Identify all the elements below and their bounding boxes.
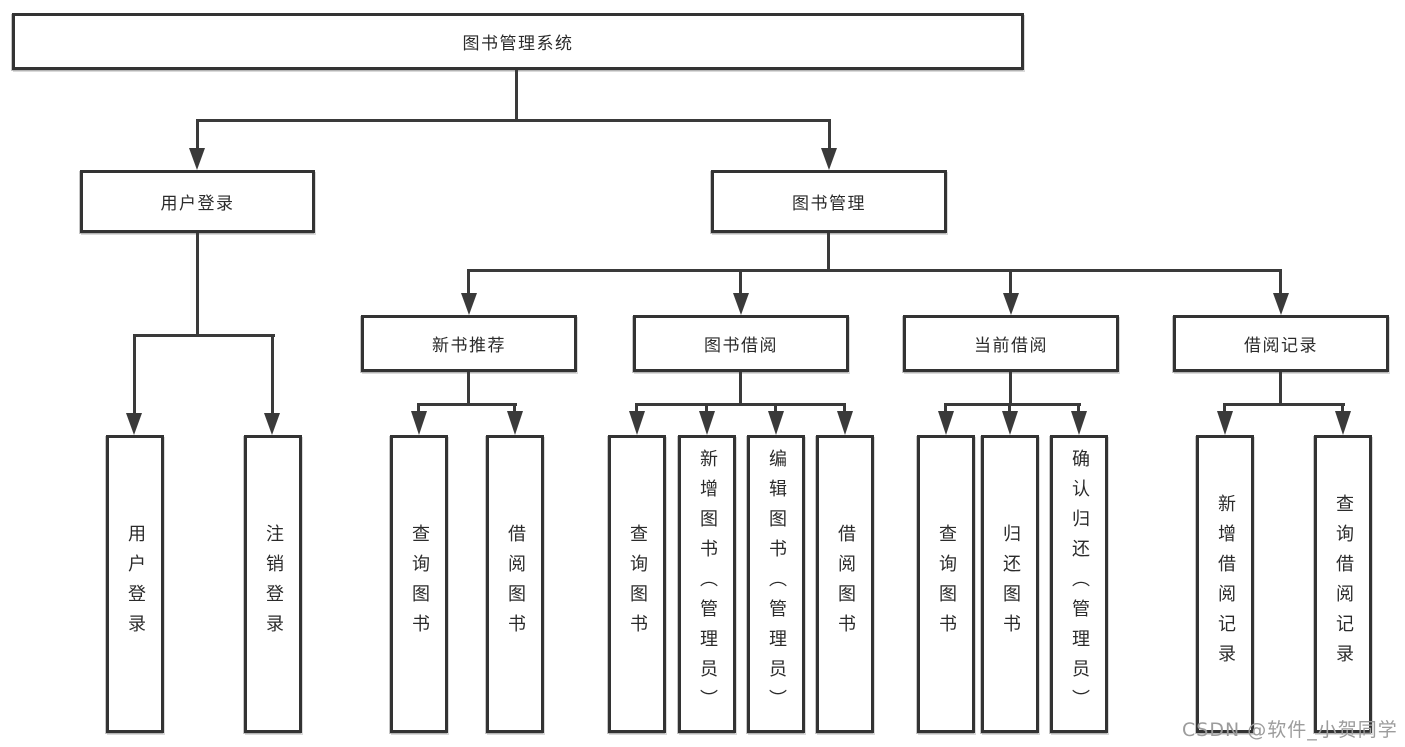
arrowhead-down-icon — [837, 411, 853, 435]
arrowhead-down-icon — [821, 148, 837, 170]
node-current-borrowing-label: 当前借阅 — [974, 336, 1048, 356]
connector-user-login-stem — [196, 233, 199, 336]
connector-root-stem — [515, 70, 518, 121]
leaf-borrowing-add-books-admin: 新增图书（管理员） — [678, 435, 736, 733]
leaf-records-query-record: 查询借阅记录 — [1314, 435, 1372, 733]
csdn-watermark: CSDN @软件_小贺同学 — [1182, 719, 1398, 741]
leaf-current-query-books: 查询图书 — [917, 435, 975, 733]
leaf-borrowing-query-books: 查询图书 — [608, 435, 666, 733]
connector-drop-borrowing-borrow — [843, 403, 846, 413]
leaf-current-confirm-return-admin: 确认归还（管理员） — [1050, 435, 1108, 733]
leaf-recommend-query-books-label: 查询图书 — [409, 524, 430, 644]
arrowhead-down-icon — [507, 411, 523, 435]
connector-drop-records-add — [1223, 403, 1226, 413]
connector-borrowing-stem — [739, 372, 742, 405]
connector-drop-leaf-user-login — [133, 334, 136, 415]
arrowhead-down-icon — [733, 293, 749, 315]
node-new-book-recommend: 新书推荐 — [361, 315, 577, 372]
connector-current-rail — [944, 403, 1081, 406]
leaf-records-add-record-label: 新增借阅记录 — [1215, 494, 1236, 674]
node-new-book-recommend-label: 新书推荐 — [432, 336, 506, 356]
connector-drop-leaf-logout — [271, 334, 274, 415]
connector-records-stem — [1279, 372, 1282, 405]
connector-drop-borrowing-edit — [774, 403, 777, 413]
leaf-records-query-record-label: 查询借阅记录 — [1333, 494, 1354, 674]
connector-book-management-stem — [827, 233, 830, 271]
leaf-current-return-books-label: 归还图书 — [1000, 524, 1021, 644]
node-book-management-label: 图书管理 — [792, 194, 866, 214]
arrowhead-down-icon — [189, 148, 205, 170]
connector-user-login-rail — [133, 334, 275, 337]
connector-drop-borrowing-add — [705, 403, 708, 413]
arrowhead-down-icon — [938, 411, 954, 435]
connector-drop-recommend-borrow — [513, 403, 516, 413]
leaf-recommend-query-books: 查询图书 — [390, 435, 448, 733]
node-user-login: 用户登录 — [80, 170, 315, 233]
connector-drop-records-query — [1341, 403, 1344, 413]
arrowhead-down-icon — [768, 411, 784, 435]
node-book-borrowing-label: 图书借阅 — [704, 336, 778, 356]
leaf-recommend-borrow-books-label: 借阅图书 — [505, 524, 526, 644]
arrowhead-down-icon — [461, 293, 477, 315]
leaf-borrowing-edit-books-admin-label: 编辑图书（管理员） — [766, 449, 787, 719]
arrowhead-down-icon — [1273, 293, 1289, 315]
connector-drop-book-management — [828, 119, 831, 150]
connector-recommend-stem — [467, 372, 470, 405]
leaf-borrowing-query-books-label: 查询图书 — [627, 524, 648, 644]
node-book-management: 图书管理 — [711, 170, 947, 233]
connector-drop-book-borrowing — [739, 269, 742, 295]
arrowhead-down-icon — [1335, 411, 1351, 435]
node-user-login-label: 用户登录 — [160, 194, 235, 214]
arrowhead-down-icon — [629, 411, 645, 435]
leaf-current-confirm-return-admin-label: 确认归还（管理员） — [1069, 449, 1090, 719]
connector-book-management-rail — [467, 269, 1282, 272]
leaf-recommend-borrow-books: 借阅图书 — [486, 435, 544, 733]
connector-drop-user-login — [196, 119, 199, 150]
arrowhead-down-icon — [1003, 293, 1019, 315]
connector-borrowing-rail — [635, 403, 846, 406]
connector-drop-current-query — [944, 403, 947, 413]
arrowhead-down-icon — [126, 413, 142, 435]
arrowhead-down-icon — [1217, 411, 1233, 435]
node-root-label: 图书管理系统 — [462, 34, 574, 54]
connector-current-stem — [1009, 372, 1012, 405]
node-borrowing-records: 借阅记录 — [1173, 315, 1389, 372]
node-current-borrowing: 当前借阅 — [903, 315, 1119, 372]
connector-drop-current-confirm — [1077, 403, 1080, 413]
arrowhead-down-icon — [1002, 411, 1018, 435]
connector-drop-current-borrowing — [1009, 269, 1012, 295]
arrowhead-down-icon — [1071, 411, 1087, 435]
connector-recommend-rail — [417, 403, 517, 406]
node-book-borrowing: 图书借阅 — [633, 315, 849, 372]
connector-drop-new-book-recommend — [467, 269, 470, 295]
connector-drop-borrowing-query — [635, 403, 638, 413]
arrowhead-down-icon — [264, 413, 280, 435]
leaf-user-login-label: 用户登录 — [125, 524, 146, 644]
leaf-logout: 注销登录 — [244, 435, 302, 733]
connector-root-rail — [196, 119, 831, 122]
leaf-current-return-books: 归还图书 — [981, 435, 1039, 733]
leaf-borrowing-add-books-admin-label: 新增图书（管理员） — [697, 449, 718, 719]
arrowhead-down-icon — [699, 411, 715, 435]
connector-drop-borrowing-records — [1279, 269, 1282, 295]
node-root: 图书管理系统 — [12, 13, 1024, 70]
connector-drop-recommend-query — [417, 403, 420, 413]
leaf-records-add-record: 新增借阅记录 — [1196, 435, 1254, 733]
leaf-user-login: 用户登录 — [106, 435, 164, 733]
leaf-borrowing-borrow-books-label: 借阅图书 — [835, 524, 856, 644]
leaf-logout-label: 注销登录 — [263, 524, 284, 644]
leaf-borrowing-borrow-books: 借阅图书 — [816, 435, 874, 733]
connector-records-rail — [1223, 403, 1345, 406]
connector-drop-current-return — [1008, 403, 1011, 413]
node-borrowing-records-label: 借阅记录 — [1244, 336, 1318, 356]
leaf-current-query-books-label: 查询图书 — [936, 524, 957, 644]
arrowhead-down-icon — [411, 411, 427, 435]
leaf-borrowing-edit-books-admin: 编辑图书（管理员） — [747, 435, 805, 733]
